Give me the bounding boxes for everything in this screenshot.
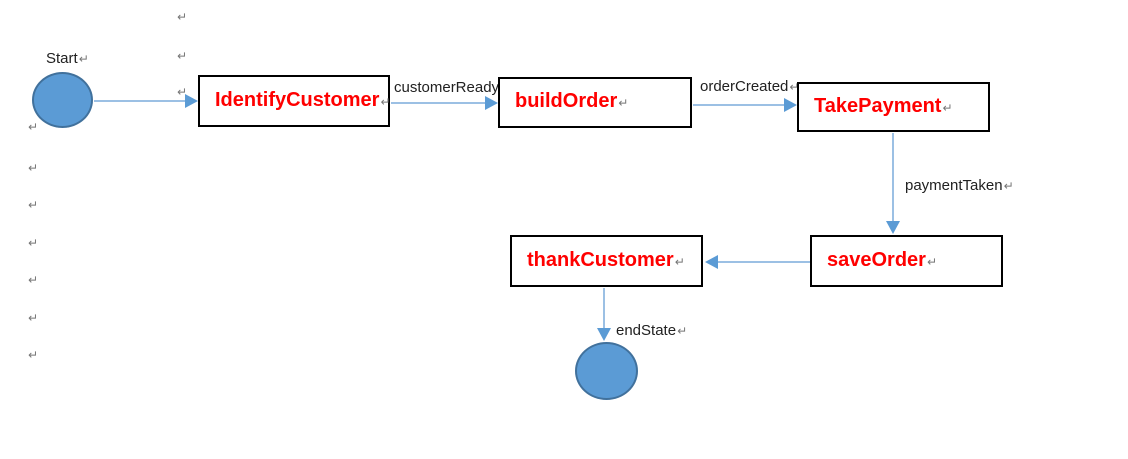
start-state-text: Start (46, 50, 78, 67)
state-box-label: buildOrder (515, 90, 618, 112)
state-box-buildorder[interactable]: buildOrder↵ (498, 77, 692, 128)
state-box-label: IdentifyCustomer (215, 89, 380, 111)
transition-text: endState (616, 322, 677, 339)
return-mark-icon: ↵ (28, 311, 39, 325)
state-box-saveorder[interactable]: saveOrder↵ (810, 235, 1003, 287)
start-state-node[interactable] (32, 72, 93, 128)
arrowhead-down-icon (597, 328, 611, 341)
transition-label-ordercreated[interactable]: orderCreated↵ (700, 78, 799, 95)
return-mark-icon: ↵ (926, 255, 938, 269)
return-mark-icon: ↵ (1003, 179, 1014, 193)
return-mark-icon: ↵ (28, 236, 39, 250)
return-mark-icon: ↵ (380, 95, 391, 109)
connector-takepayment-to-saveorder[interactable] (892, 133, 894, 222)
return-mark-icon: ↵ (677, 324, 688, 338)
return-mark-icon: ↵ (674, 255, 685, 269)
arrowhead-right-icon (185, 94, 198, 108)
transition-text: paymentTaken (905, 177, 1003, 194)
state-box-label: saveOrder (827, 249, 926, 271)
return-mark-icon: ↵ (789, 80, 800, 94)
state-box-label: TakePayment (814, 95, 942, 117)
connector-buildorder-to-takepayment[interactable] (693, 104, 785, 106)
end-state-node[interactable] (575, 342, 638, 400)
transition-label-paymenttaken[interactable]: paymentTaken↵ (905, 177, 1014, 194)
state-box-label: thankCustomer (527, 249, 674, 271)
transition-text: orderCreated (700, 78, 789, 95)
return-mark-icon: ↵ (28, 198, 39, 212)
return-mark-icon: ↵ (28, 120, 39, 134)
arrowhead-down-icon (886, 221, 900, 234)
return-mark-icon: ↵ (28, 348, 39, 362)
connector-identifycustomer-to-buildorder[interactable] (391, 102, 486, 104)
return-mark-icon: ↵ (942, 101, 953, 115)
state-box-takepayment[interactable]: TakePayment↵ (797, 82, 990, 132)
connector-start-to-identifycustomer[interactable] (94, 100, 186, 102)
start-state-label: Start↵ (46, 50, 89, 67)
return-mark-icon: ↵ (177, 85, 188, 99)
return-mark-icon: ↵ (618, 96, 629, 110)
return-mark-icon: ↵ (78, 52, 89, 66)
connector-thankcustomer-to-end[interactable] (603, 288, 605, 328)
return-mark-icon: ↵ (177, 10, 188, 24)
return-mark-icon: ↵ (28, 161, 39, 175)
transition-text: customerReady (394, 79, 500, 96)
arrowhead-right-icon (485, 96, 498, 110)
state-box-identifycustomer[interactable]: IdentifyCustomer↵ (198, 75, 391, 127)
arrowhead-right-icon (784, 98, 797, 112)
state-box-thankcustomer[interactable]: thankCustomer↵ (510, 235, 703, 287)
transition-label-customerready[interactable]: customerReady↵ (394, 79, 510, 96)
connector-saveorder-to-thankcustomer[interactable] (717, 261, 810, 263)
transition-label-endstate[interactable]: endState↵ (616, 322, 687, 339)
return-mark-icon: ↵ (177, 49, 188, 63)
arrowhead-left-icon (705, 255, 718, 269)
return-mark-icon: ↵ (28, 273, 39, 287)
